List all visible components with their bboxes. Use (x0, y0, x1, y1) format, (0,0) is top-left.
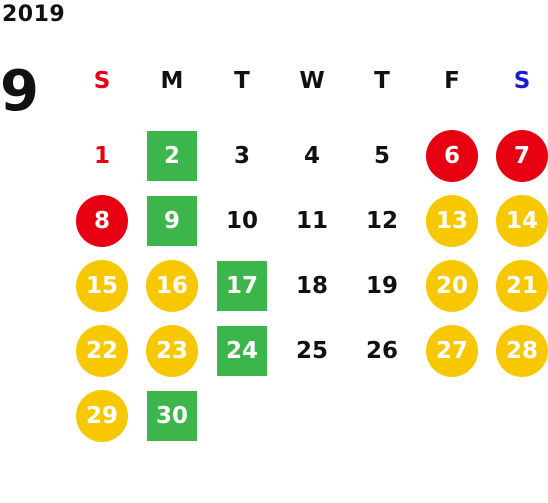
day-cell[interactable]: 29 (67, 383, 137, 448)
weekday-header: F (444, 67, 460, 94)
day-cell[interactable]: 20 (417, 253, 487, 318)
day-cell[interactable]: 21 (487, 253, 548, 318)
weekday-header: M (160, 67, 184, 94)
day-cell[interactable]: 17 (207, 253, 277, 318)
year-label: 2019 (2, 2, 66, 27)
day-cell[interactable]: 4 (277, 123, 347, 188)
weekday-header: S (513, 67, 531, 94)
day-number: 4 (303, 142, 320, 169)
day-cell[interactable]: 10 (207, 188, 277, 253)
day-number: 5 (373, 142, 390, 169)
day-number: 9 (147, 195, 197, 246)
day-number: 12 (365, 207, 398, 234)
day-number: 11 (295, 207, 328, 234)
day-number: 2 (147, 130, 197, 181)
day-number: 15 (76, 259, 128, 312)
day-number: 8 (76, 194, 128, 247)
day-number: 7 (496, 129, 548, 182)
day-cell[interactable]: 13 (417, 188, 487, 253)
weekday-header: T (234, 67, 250, 94)
day-number: 13 (426, 194, 478, 247)
day-number: 26 (365, 337, 398, 364)
day-cell[interactable]: 18 (277, 253, 347, 318)
month-number: 9 (0, 59, 39, 124)
day-cell[interactable]: 23 (137, 318, 207, 383)
day-number: 28 (496, 324, 548, 377)
weekday-header: S (93, 67, 111, 94)
day-number: 10 (225, 207, 258, 234)
day-cell[interactable]: 25 (277, 318, 347, 383)
day-number: 27 (426, 324, 478, 377)
day-number: 22 (76, 324, 128, 377)
weekday-header: W (299, 67, 325, 94)
day-cell[interactable]: 30 (137, 383, 207, 448)
day-cell[interactable]: 3 (207, 123, 277, 188)
day-cell[interactable]: 15 (67, 253, 137, 318)
day-number: 18 (295, 272, 328, 299)
day-cell[interactable]: 5 (347, 123, 417, 188)
day-cell[interactable]: 11 (277, 188, 347, 253)
day-number: 19 (365, 272, 398, 299)
day-cell[interactable]: 7 (487, 123, 548, 188)
day-number: 20 (426, 259, 478, 312)
day-number: 14 (496, 194, 548, 247)
day-cell[interactable]: 14 (487, 188, 548, 253)
day-cell[interactable]: 26 (347, 318, 417, 383)
day-cell[interactable]: 9 (137, 188, 207, 253)
day-cell[interactable]: 12 (347, 188, 417, 253)
day-cell[interactable]: 8 (67, 188, 137, 253)
day-cell[interactable]: 2 (137, 123, 207, 188)
day-number: 21 (496, 259, 548, 312)
day-number: 30 (147, 390, 197, 441)
day-cell[interactable]: 16 (137, 253, 207, 318)
day-number: 16 (146, 259, 198, 312)
day-cell[interactable]: 24 (207, 318, 277, 383)
day-cell[interactable]: 1 (67, 123, 137, 188)
day-number: 29 (76, 389, 128, 442)
day-number: 1 (93, 142, 110, 169)
day-number: 25 (295, 337, 328, 364)
day-number: 24 (217, 325, 267, 376)
day-cell[interactable]: 28 (487, 318, 548, 383)
day-number: 17 (217, 260, 267, 311)
day-number: 3 (233, 142, 250, 169)
day-cell[interactable]: 22 (67, 318, 137, 383)
weekday-header: T (374, 67, 390, 94)
day-cell[interactable]: 19 (347, 253, 417, 318)
day-cell[interactable]: 27 (417, 318, 487, 383)
day-cell[interactable]: 6 (417, 123, 487, 188)
day-number: 23 (146, 324, 198, 377)
day-number: 6 (426, 129, 478, 182)
